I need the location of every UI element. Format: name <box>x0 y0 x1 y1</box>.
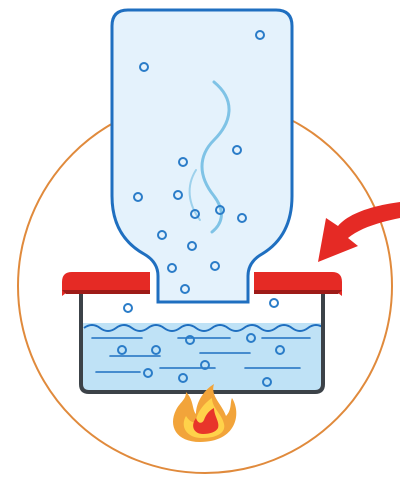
lid-right-shadow <box>254 290 342 294</box>
water-bubbles <box>117 298 285 387</box>
water-wave-line <box>83 324 325 332</box>
lid-left-shadow <box>62 290 150 294</box>
red-lid-icon <box>62 272 342 296</box>
pot-outline <box>79 290 325 394</box>
pot-water <box>81 323 323 390</box>
steam-icon <box>200 80 231 234</box>
flame-icon <box>173 384 237 442</box>
bottle-bubbles <box>133 30 265 294</box>
bottle-body <box>110 8 294 304</box>
steam-icon-secondary <box>188 169 201 221</box>
curved-arrow-icon <box>318 202 400 262</box>
